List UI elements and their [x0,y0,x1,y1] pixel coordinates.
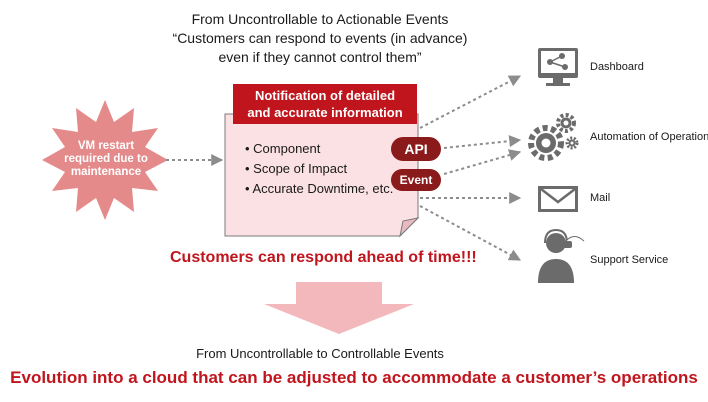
source-line-2: required due to [64,153,148,165]
footer-subtitle: From Uncontrollable to Controllable Even… [196,346,444,361]
arrow-to-support [419,205,522,261]
arrow-event-to-automation [443,149,522,175]
bullet-component: • Component [245,141,321,156]
support-icon [538,228,585,283]
target-automation-label: Automation of Operations [590,131,708,143]
arrow-to-dashboard [419,75,522,129]
arrow-to-automation [443,135,522,149]
gears-icon [528,113,579,161]
mail-icon [538,186,578,212]
bullet-scope: • Scope of Impact [245,161,348,176]
target-support-label: Support Service [590,254,669,266]
header-line-3: even if they cannot control them” [218,49,422,65]
api-pill: API [391,137,441,161]
footer-title: Evolution into a cloud that can be adjus… [10,368,698,387]
event-pill: Event [391,169,441,191]
bullet-downtime: • Accurate Downtime, etc. [245,181,394,196]
note-fold [399,217,420,238]
source-event-label: VM restart required due to maintenance [56,140,156,179]
source-line-3: maintenance [70,166,142,178]
down-arrow [264,282,414,334]
header-line-1: From Uncontrollable to Actionable Events [191,11,449,27]
target-dashboard-label: Dashboard [590,61,644,73]
source-line-1: VM restart [77,140,135,152]
header-line-2: “Customers can respond to events (in adv… [172,30,468,46]
notification-title-line-2: and accurate information [247,105,403,120]
target-mail-label: Mail [590,192,611,204]
notification-header: Notification of detailed and accurate in… [233,84,417,124]
result-text: Customers can respond ahead of time!!! [170,249,477,266]
notification-title-line-1: Notification of detailed [254,88,396,103]
starburst-shape [42,100,168,220]
dashboard-icon [538,48,578,86]
